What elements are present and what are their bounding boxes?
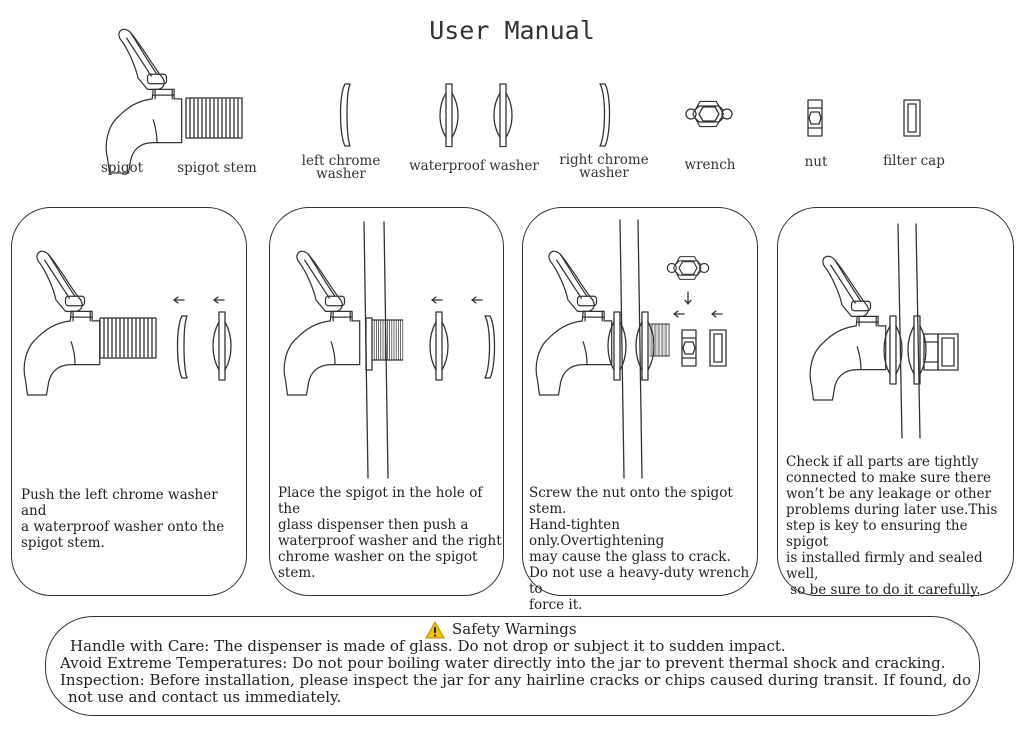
- step1-line: Push the left chrome washer and: [21, 487, 218, 519]
- safety-warnings-box: Safety Warnings Handle with Care: The di…: [45, 616, 980, 716]
- step3-illustration: [535, 219, 727, 479]
- warning-triangle-icon: [425, 621, 445, 639]
- step4-line: step is key to ensuring the spigot: [786, 518, 968, 550]
- step3-line: Screw the nut onto the spigot stem.: [529, 485, 733, 517]
- step2-line: glass dispenser then push a: [278, 517, 469, 533]
- safety-line: Inspection: Before installation, please …: [60, 671, 971, 689]
- safety-line: Avoid Extreme Temperatures: Do not pour …: [60, 654, 946, 672]
- wrench-illustration: [685, 100, 733, 128]
- waterproof-washer-illustration: [439, 83, 513, 148]
- step4-line: won’t be any leakage or other: [786, 486, 992, 502]
- label-left-chrome-washer-line2: washer: [316, 166, 366, 182]
- label-right-chrome-washer-line1: right chrome: [559, 152, 649, 168]
- label-waterproof-washer: waterproof washer: [409, 158, 539, 174]
- step1-line: a waterproof washer onto the: [21, 519, 225, 535]
- label-left-chrome-washer-line1: left chrome: [301, 153, 381, 169]
- right-chrome-washer-illustration: [599, 83, 611, 147]
- label-right-chrome-washer-line2: washer: [579, 165, 629, 181]
- step4-line: so be sure to do it carefully.: [786, 582, 981, 598]
- step3-line: may cause the glass to crack.: [529, 549, 731, 565]
- step3-text: Screw the nut onto the spigot stem. Hand…: [529, 485, 757, 613]
- label-right-chrome-washer: right chrome washer: [556, 152, 652, 181]
- step2-line: stem.: [278, 565, 316, 581]
- step1-line: spigot stem.: [21, 535, 105, 551]
- spigot-illustration: [105, 28, 183, 174]
- step2-line: chrome washer on the spigot: [278, 549, 478, 565]
- step4-line: connected to make sure there: [786, 470, 992, 486]
- step2-line: Place the spigot in the hole of the: [278, 485, 483, 517]
- page-title: User Manual: [429, 16, 595, 45]
- safety-line: not use and contact us immediately.: [68, 688, 342, 706]
- nut-illustration: [807, 99, 823, 137]
- spigot-stem-illustration: [185, 97, 243, 139]
- step4-line: is installed firmly and sealed well,: [786, 550, 983, 582]
- label-nut: nut: [804, 154, 828, 170]
- step-card-3: Screw the nut onto the spigot stem. Hand…: [522, 207, 758, 613]
- step4-line: Check if all parts are tightly: [786, 454, 979, 470]
- step-card-4: Check if all parts are tightly connected…: [777, 207, 1014, 598]
- left-chrome-washer-illustration: [339, 83, 351, 147]
- step3-line: Do not use a heavy-duty wrench to: [529, 565, 750, 597]
- filter-cap-illustration: [903, 99, 921, 137]
- label-wrench: wrench: [684, 157, 736, 173]
- step2-line: waterproof washer and the right: [278, 533, 502, 549]
- label-spigot-stem: spigot stem: [177, 160, 257, 176]
- step3-line: force it.: [529, 597, 583, 613]
- step2-illustration: [283, 221, 496, 479]
- safety-line: Handle with Care: The dispenser is made …: [70, 637, 786, 655]
- step3-line: Hand-tighten only.Overtightening: [529, 517, 665, 549]
- step-card-1: Push the left chrome washer and a waterp…: [11, 207, 247, 596]
- label-left-chrome-washer: left chrome washer: [296, 153, 386, 182]
- step-card-2: Place the spigot in the hole of the glas…: [269, 207, 504, 596]
- label-spigot: spigot: [100, 160, 144, 176]
- step4-line: problems during later use.This: [786, 502, 998, 518]
- step2-text: Place the spigot in the hole of the glas…: [278, 485, 503, 581]
- step1-text: Push the left chrome washer and a waterp…: [21, 487, 246, 551]
- step4-text: Check if all parts are tightly connected…: [786, 454, 1013, 598]
- label-filter-cap: filter cap: [883, 153, 945, 169]
- step4-illustration: [809, 223, 959, 439]
- safety-heading: Safety Warnings: [452, 620, 577, 638]
